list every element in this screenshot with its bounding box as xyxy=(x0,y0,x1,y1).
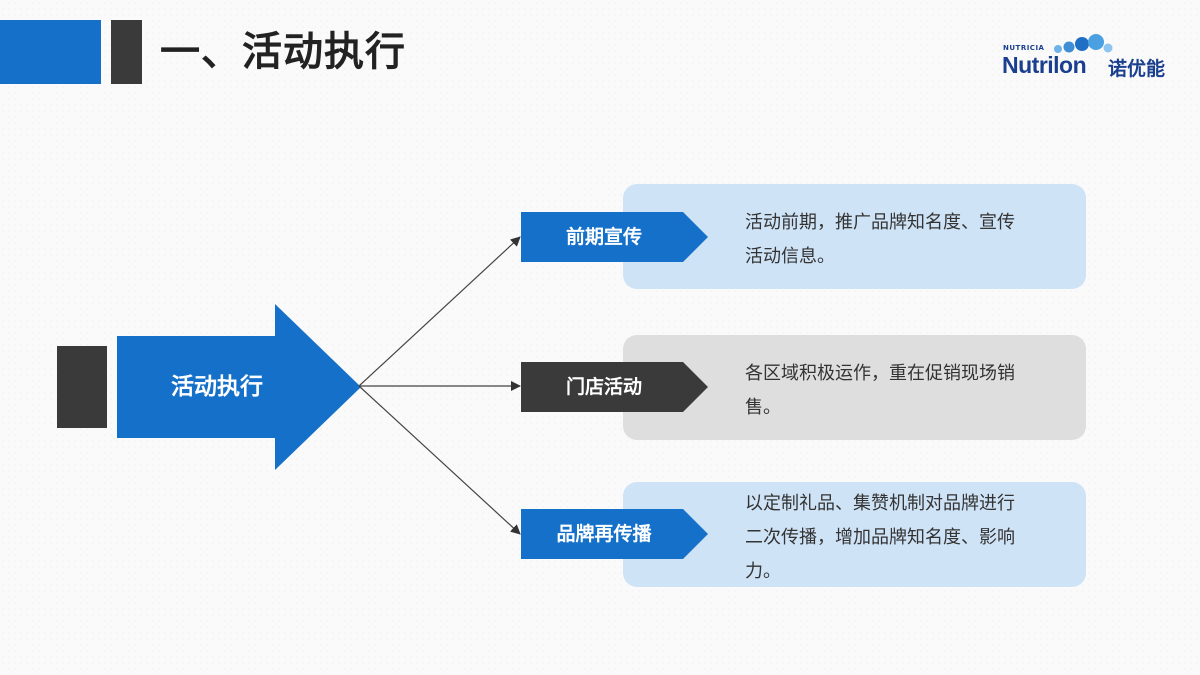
branch-text-line: 活动前期，推广品牌知名度、宣传 xyxy=(745,212,1015,233)
branch-text-line: 以定制礼品、集赞机制对品牌进行 xyxy=(745,493,1015,514)
branch-text-3: 以定制礼品、集赞机制对品牌进行 二次传播，增加品牌知名度、影响 力。 xyxy=(745,487,1075,589)
connector-line-3 xyxy=(358,385,521,535)
branch-tag-shape-1 xyxy=(521,212,708,262)
page-title: 一、活动执行 xyxy=(160,29,406,75)
branch-text-1: 活动前期，推广品牌知名度、宣传 活动信息。 xyxy=(745,206,1075,274)
root-label: 活动执行 xyxy=(171,374,263,400)
logo-bubbles-icon xyxy=(1054,34,1113,53)
branch-text-line: 二次传播，增加品牌知名度、影响 xyxy=(745,527,1015,548)
branch-label-3: 品牌再传播 xyxy=(556,523,652,545)
branch-text-line: 力。 xyxy=(745,561,781,582)
nutrilon-logo: NUTRICIA Nutrilon 诺优能 xyxy=(1000,34,1190,86)
branch-tag-shape-2 xyxy=(521,362,708,412)
logo-brand-text: Nutrilon xyxy=(1002,52,1087,78)
branch-tag-shape-3 xyxy=(521,509,708,559)
header-accent-blue xyxy=(0,20,101,84)
branch-label-2: 门店活动 xyxy=(565,376,642,398)
logo-nutricia-text: NUTRICIA xyxy=(1003,44,1045,52)
logo-chinese-text: 诺优能 xyxy=(1108,58,1166,80)
branch-label-1: 前期宣传 xyxy=(565,226,642,248)
root-accent-bar xyxy=(57,346,107,428)
branch-text-line: 活动信息。 xyxy=(745,246,835,267)
branch-text-line: 各区域积极运作，重在促销现场销 xyxy=(745,363,1015,384)
branch-text-line: 售。 xyxy=(745,397,781,418)
branch-text-2: 各区域积极运作，重在促销现场销 售。 xyxy=(745,357,1075,425)
root-arrow-shape xyxy=(117,304,361,470)
connector-line-1 xyxy=(358,236,521,387)
header-accent-dark xyxy=(111,20,142,84)
